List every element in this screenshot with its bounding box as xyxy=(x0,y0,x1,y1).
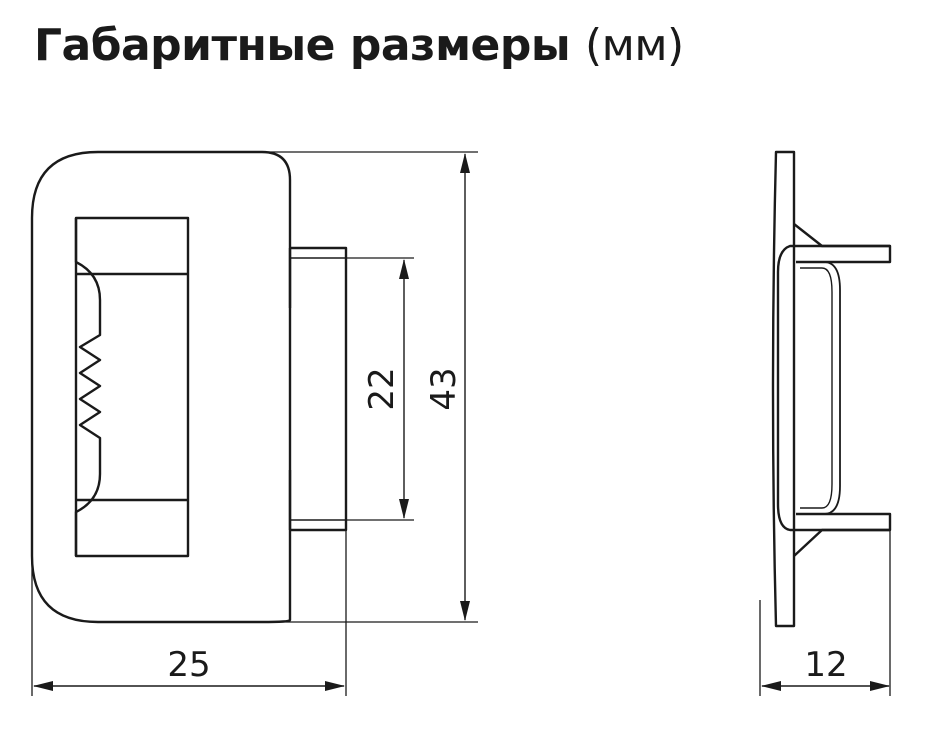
right-tab xyxy=(290,246,348,532)
side-clip-inner xyxy=(796,261,841,515)
clamp-teeth xyxy=(74,218,102,556)
label-depth: 12 xyxy=(804,645,847,685)
frame-outline xyxy=(30,150,292,624)
side-upper-prong xyxy=(793,223,892,264)
front-view xyxy=(30,150,348,624)
title-unit: (мм) xyxy=(585,20,684,71)
extension-lines-front xyxy=(31,151,478,696)
side-clip-inner-2 xyxy=(800,267,833,509)
side-view xyxy=(771,150,892,628)
window-outline xyxy=(74,216,190,558)
label-height: 43 xyxy=(424,367,464,410)
side-base-plate xyxy=(771,150,796,628)
label-slot-height: 22 xyxy=(362,367,402,410)
title-main: Габаритные размеры xyxy=(34,20,571,71)
label-width: 25 xyxy=(167,645,210,685)
extension-lines-side xyxy=(759,530,891,696)
side-lower-prong xyxy=(793,512,892,557)
page-title: Габаритные размеры (мм) xyxy=(34,14,684,78)
side-clip-loop xyxy=(776,244,890,532)
dimension-lines xyxy=(33,153,890,691)
